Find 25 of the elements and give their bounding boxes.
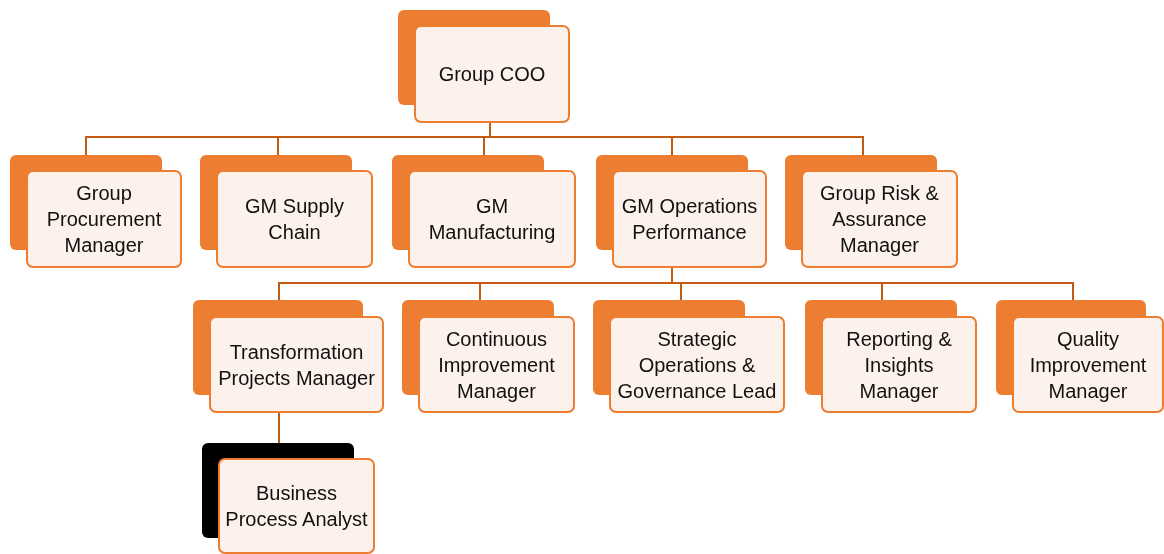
position-title: Continuous Improvement Manager	[437, 326, 556, 404]
position-title: GM Manufacturing	[427, 194, 557, 245]
position-title: Group Risk & Assurance Manager	[819, 181, 940, 258]
position-title: Strategic Operations & Governance Lead	[616, 326, 778, 404]
org-chart-card	[193, 300, 384, 413]
position-title: GM Operations Performance	[620, 194, 759, 245]
org-chart-card	[996, 300, 1164, 413]
position-title: Group Procurement Manager	[45, 181, 163, 258]
org-chart-card	[398, 10, 570, 123]
org-chart-card	[805, 300, 977, 413]
position-title: Quality Improvement Manager	[1028, 326, 1148, 404]
org-chart-card	[593, 300, 785, 413]
org-chart-card	[10, 155, 182, 268]
org-chart-card	[596, 155, 767, 268]
org-chart-card	[392, 155, 576, 268]
position-title: Transformation Projects Manager	[217, 339, 376, 391]
org-chart-card	[785, 155, 958, 268]
org-chart-card	[402, 300, 575, 413]
org-chart-card	[200, 155, 373, 268]
position-title: GM Supply Chain	[244, 194, 345, 245]
position-title: Business Process Analyst	[224, 481, 369, 532]
position-title: Reporting & Insights Manager	[845, 326, 953, 404]
org-chart-card	[202, 443, 375, 554]
position-title: Group COO	[438, 62, 546, 87]
connector-line	[278, 412, 280, 444]
